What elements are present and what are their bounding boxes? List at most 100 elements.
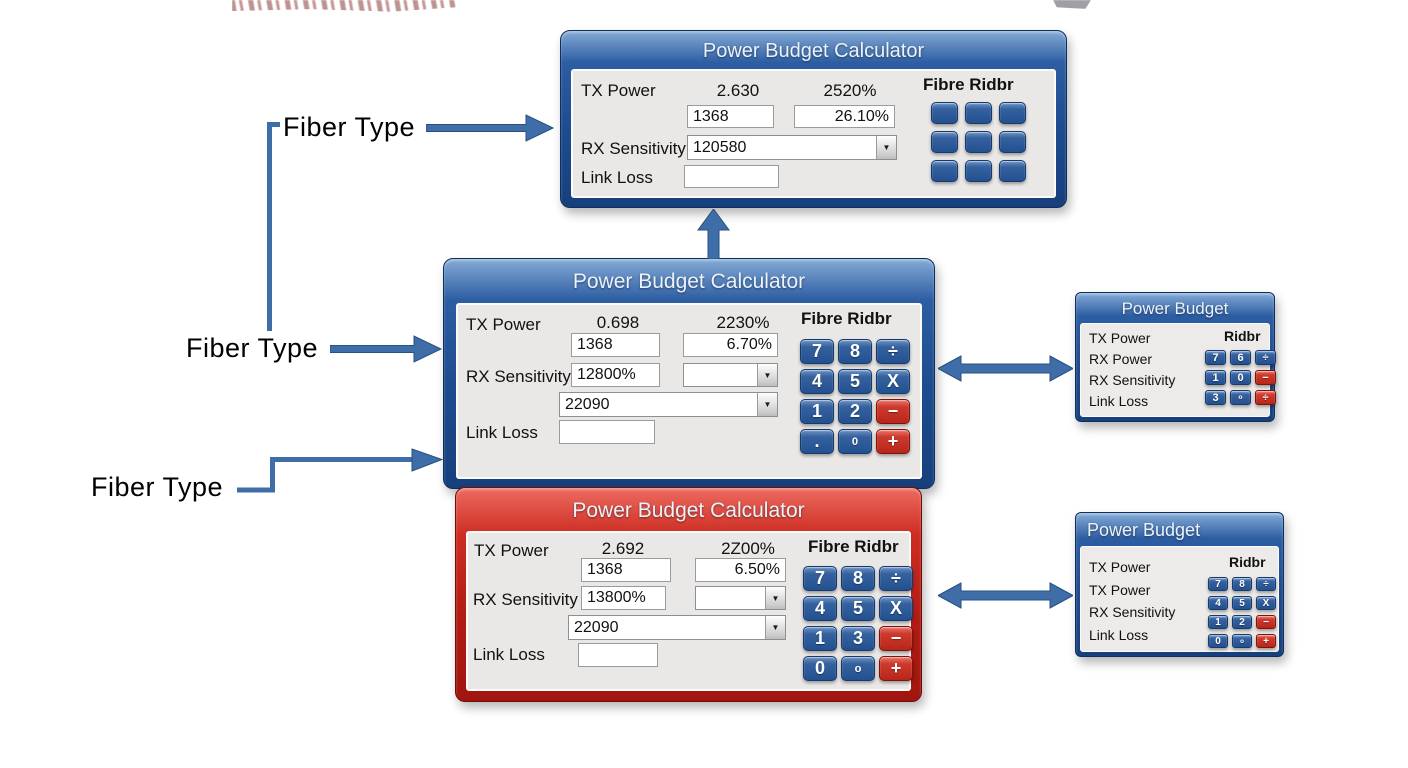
tx-power-input[interactable] xyxy=(571,333,660,357)
key-8[interactable]: 8 xyxy=(1232,577,1252,591)
key-1[interactable]: 1 xyxy=(800,399,834,424)
row-link-loss: Link Loss xyxy=(1089,393,1149,409)
tx-percent-value: 2Z00% xyxy=(721,539,775,558)
key-zero-small[interactable]: o xyxy=(1230,390,1251,405)
key-minus[interactable]: − xyxy=(879,626,913,651)
rx-sensitivity-input[interactable] xyxy=(581,586,666,610)
keypad-title: Fibre Ridbr xyxy=(808,537,899,556)
key-divide[interactable]: ÷ xyxy=(1256,577,1276,591)
percent-input[interactable] xyxy=(794,105,895,128)
window-title: Power Budget Calculator xyxy=(572,270,806,293)
key-multiply[interactable]: X xyxy=(1256,596,1276,610)
percent-input[interactable] xyxy=(695,558,786,582)
key-plus[interactable]: + xyxy=(1256,634,1276,648)
tx-power-input[interactable] xyxy=(687,105,774,128)
row-rx-sensitivity: RX Sensitivity xyxy=(1089,372,1176,388)
key-3[interactable]: 3 xyxy=(1205,390,1226,405)
fiber-type-dropdown[interactable]: 22090 ▼ xyxy=(568,615,786,640)
key-blank[interactable] xyxy=(999,131,1026,153)
key-blank[interactable] xyxy=(999,102,1026,124)
key-zero-small[interactable]: o xyxy=(841,656,875,681)
empty-dropdown[interactable]: ▼ xyxy=(683,363,778,387)
chevron-down-icon[interactable]: ▼ xyxy=(765,587,785,609)
key-5[interactable]: 5 xyxy=(841,596,875,621)
key-blank[interactable] xyxy=(965,131,992,153)
key-7[interactable]: 7 xyxy=(803,566,837,591)
key-minus[interactable]: − xyxy=(1255,370,1276,385)
link-loss-input[interactable] xyxy=(684,165,779,188)
rx-sensitivity-dropdown[interactable]: 120580 ▼ xyxy=(687,135,897,160)
key-dot[interactable]: . xyxy=(800,429,834,454)
tx-power-input[interactable] xyxy=(581,558,671,582)
chevron-down-icon[interactable]: ▼ xyxy=(765,616,785,639)
key-0[interactable]: 0 xyxy=(1230,370,1251,385)
key-multiply[interactable]: X xyxy=(876,369,910,394)
chevron-down-icon[interactable]: ▼ xyxy=(757,393,777,416)
dropdown-value xyxy=(696,587,765,609)
key-0[interactable]: 0 xyxy=(838,429,872,454)
key-1[interactable]: 1 xyxy=(803,626,837,651)
key-multiply[interactable]: X xyxy=(879,596,913,621)
key-blank[interactable] xyxy=(965,160,992,182)
key-plus[interactable]: + xyxy=(879,656,913,681)
key-6[interactable]: 6 xyxy=(1230,350,1251,365)
window-body: TX Power 0.698 2230% RX Sensitivity ▼ 22… xyxy=(456,303,922,479)
key-2[interactable]: 2 xyxy=(1232,615,1252,629)
key-divide[interactable]: ÷ xyxy=(1255,350,1276,365)
arrow-double-top xyxy=(938,355,1073,382)
key-minus[interactable]: − xyxy=(876,399,910,424)
key-1[interactable]: 1 xyxy=(1205,370,1226,385)
key-0[interactable]: 0 xyxy=(1208,634,1228,648)
link-loss-label: Link Loss xyxy=(473,645,545,664)
key-blank[interactable] xyxy=(931,102,958,124)
link-loss-input[interactable] xyxy=(578,643,658,667)
key-5[interactable]: 5 xyxy=(838,369,872,394)
key-7[interactable]: 7 xyxy=(800,339,834,364)
key-blank[interactable] xyxy=(931,131,958,153)
key-4[interactable]: 4 xyxy=(803,596,837,621)
tx-percent-value: 2520% xyxy=(823,81,877,100)
key-8[interactable]: 8 xyxy=(841,566,875,591)
key-1[interactable]: 1 xyxy=(1208,615,1228,629)
key-3[interactable]: 3 xyxy=(841,626,875,651)
key-7[interactable]: 7 xyxy=(1208,577,1228,591)
key-blank[interactable] xyxy=(931,160,958,182)
link-loss-label: Link Loss xyxy=(581,168,653,187)
fiber-type-label-3: Fiber Type xyxy=(91,472,224,502)
link-loss-input[interactable] xyxy=(559,420,655,444)
fiber-type-label-2: Fiber Type xyxy=(186,333,319,363)
calculator-window-bottom: Power Budget Calculator TX Power 2.692 2… xyxy=(455,487,922,702)
row-link-loss: Link Loss xyxy=(1089,627,1149,643)
tx-power-label: TX Power xyxy=(474,541,549,560)
key-divide[interactable]: ÷ xyxy=(876,339,910,364)
percent-input[interactable] xyxy=(683,333,778,357)
key-blank[interactable] xyxy=(999,160,1026,182)
dropdown-value: 120580 xyxy=(693,139,747,156)
fiber-type-dropdown[interactable]: 22090 ▼ xyxy=(559,392,778,417)
key-4[interactable]: 4 xyxy=(1208,596,1228,610)
key-divide[interactable]: ÷ xyxy=(1255,390,1276,405)
key-zero-small[interactable]: o xyxy=(1232,634,1252,648)
arrow-fiber2-right xyxy=(330,335,443,363)
key-divide[interactable]: ÷ xyxy=(879,566,913,591)
key-blank[interactable] xyxy=(965,102,992,124)
keypad-title: Fibre Ridbr xyxy=(801,309,892,328)
tx-power-value: 2.630 xyxy=(716,81,760,100)
chevron-down-icon[interactable]: ▼ xyxy=(876,136,896,159)
key-minus[interactable]: − xyxy=(1256,615,1276,629)
dropdown-value: 22090 xyxy=(574,619,619,636)
key-5[interactable]: 5 xyxy=(1232,596,1252,610)
key-8[interactable]: 8 xyxy=(838,339,872,364)
calculator-window-middle: Power Budget Calculator TX Power 0.698 2… xyxy=(443,258,935,489)
chevron-down-icon[interactable]: ▼ xyxy=(757,364,777,386)
key-plus[interactable]: + xyxy=(876,429,910,454)
key-4[interactable]: 4 xyxy=(800,369,834,394)
rx-sensitivity-input[interactable] xyxy=(571,363,660,387)
window-title: Power Budget xyxy=(1087,520,1201,540)
power-budget-mini-bottom: Power Budget TX Power TX Power RX Sensit… xyxy=(1075,512,1284,657)
key-2[interactable]: 2 xyxy=(838,399,872,424)
key-0[interactable]: 0 xyxy=(803,656,837,681)
key-7[interactable]: 7 xyxy=(1205,350,1226,365)
empty-dropdown[interactable]: ▼ xyxy=(695,586,786,610)
connector-fiber1-down xyxy=(267,122,280,331)
